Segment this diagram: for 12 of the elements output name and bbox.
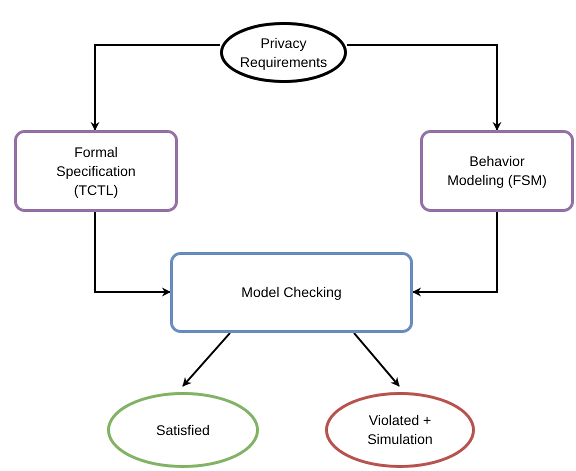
arrow: [94, 212, 171, 296]
arrow: [90, 44, 220, 131]
arrow: [347, 44, 502, 131]
arrow: [412, 212, 498, 296]
node-label: Satisfied: [156, 420, 210, 440]
node-label: Model Checking: [241, 283, 342, 302]
node-label: Violated + Simulation: [366, 411, 434, 449]
node-label: Behavior Modeling (FSM): [446, 152, 548, 190]
node-label: Privacy Requirements: [238, 34, 328, 72]
arrow: [353, 332, 400, 387]
arrow: [182, 332, 231, 387]
node-label: Formal Specification (TCTL): [55, 142, 137, 200]
